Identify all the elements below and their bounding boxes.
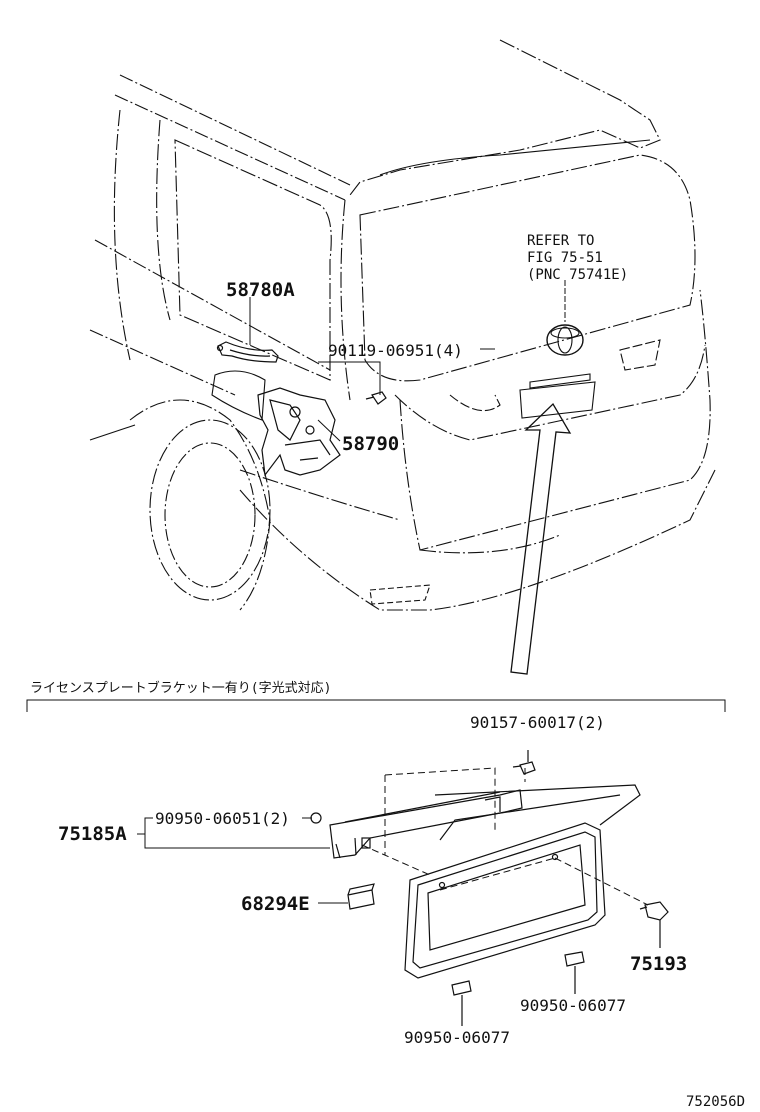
label-68294E: 68294E <box>241 893 310 915</box>
label-90950-06051: 90950-06051(2) <box>155 809 290 828</box>
note-line3: (PNC 75741E) <box>527 267 628 283</box>
label-58780A: 58780A <box>226 279 295 301</box>
label-90950-06077-left: 90950-06077 <box>404 1028 510 1047</box>
screw-90157 <box>512 750 536 775</box>
section-bracket <box>26 699 726 712</box>
vehicle-outline <box>89 39 716 611</box>
license-plate-frame <box>404 784 641 979</box>
note-line1: REFER TO <box>527 233 594 249</box>
label-75193: 75193 <box>630 953 687 975</box>
license-bracket <box>329 789 523 859</box>
pointer-arrow <box>510 402 572 675</box>
leader-lines-upper <box>249 280 566 442</box>
handle-part <box>216 341 279 363</box>
section-caption: ライセンスプレートブラケット一有り(字光式対応) <box>30 680 331 696</box>
bolt-90119 <box>365 391 387 405</box>
grommet-75193 <box>639 901 669 948</box>
label-90157-60017: 90157-60017(2) <box>470 713 605 732</box>
cushion-90950-06077-right <box>564 951 585 994</box>
label-90119-06951: 90119-06951(4) <box>328 341 463 360</box>
label-75185A: 75185A <box>58 823 127 845</box>
leader-lines-lower <box>137 817 348 904</box>
note-line2: FIG 75-51 <box>527 250 603 266</box>
cushion-68294E <box>347 883 375 910</box>
door-lock-assembly <box>257 387 341 477</box>
cushion-90950-06077-left <box>451 980 472 1026</box>
label-90950-06077-right: 90950-06077 <box>520 996 626 1015</box>
assembly-dashed-guides <box>361 767 649 906</box>
label-58790: 58790 <box>342 433 399 455</box>
clip-90950-06051 <box>310 812 322 824</box>
figure-id: 752056D <box>686 1094 745 1110</box>
